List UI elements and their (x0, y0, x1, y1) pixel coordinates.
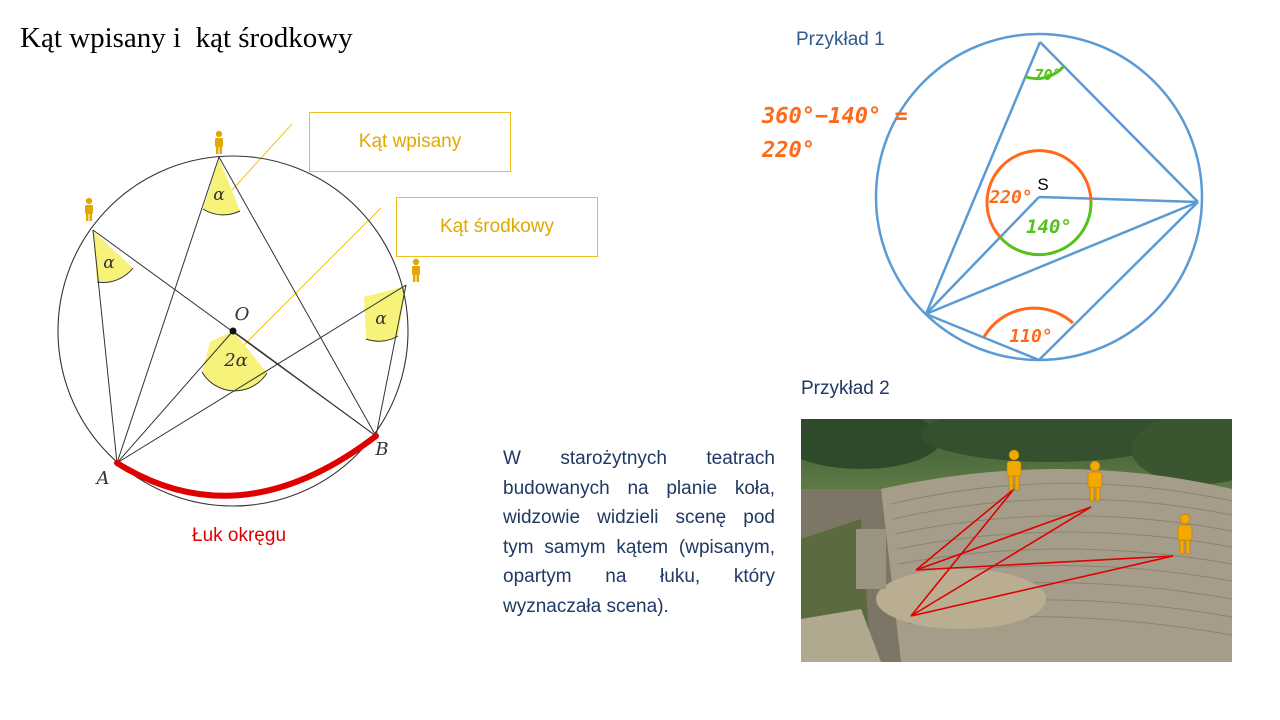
person-icon (1087, 460, 1103, 502)
arc-center (201, 371, 268, 392)
radius-oa (116, 330, 234, 464)
formula-line-2: 220° (762, 138, 815, 163)
chord-top-a (116, 156, 220, 464)
angle-label-top: α (213, 185, 225, 205)
angle-highlight-center (202, 331, 267, 391)
center-point (229, 327, 237, 335)
label-o: O (235, 304, 250, 325)
arc-right (365, 335, 399, 342)
angle-highlight-left (93, 231, 133, 283)
angle-label-left: α (103, 253, 115, 273)
main-circle (57, 155, 409, 507)
label-inscribed-angle: Kąt wpisany (309, 112, 511, 172)
ex1-angle-bottom: 110° (1009, 326, 1052, 347)
arc-left (96, 267, 134, 283)
example1-diagram (874, 32, 1204, 362)
chord-top-b (218, 156, 377, 437)
angle-highlight-top (203, 158, 240, 215)
ex1-angle-center-small: 140° (1026, 216, 1072, 238)
angle-label-center: 2α (223, 350, 248, 371)
formula-line-1: 360°−140° = (762, 104, 908, 129)
chord-right-a (116, 284, 407, 464)
label-b: B (374, 439, 388, 460)
person-icon (412, 258, 420, 282)
arc-caption: Łuk okręgu (192, 525, 287, 546)
angle-highlight-right (364, 286, 406, 342)
example1-formula: 360°−140° = 220° (762, 100, 908, 168)
arc-ab (114, 433, 379, 499)
theatre-illustration (801, 419, 1232, 662)
person-icon (215, 130, 223, 154)
person-icon (85, 197, 93, 221)
arc-top (202, 208, 241, 216)
chord-left-a (92, 229, 118, 464)
angle-label-right: α (375, 309, 387, 329)
ex1-angle-top: 70° (1034, 66, 1061, 84)
person-icon (1177, 513, 1193, 555)
example2-title: Przykład 2 (801, 378, 890, 399)
leader-inscribed (231, 123, 293, 191)
label-a: A (95, 468, 110, 489)
example1-title: Przykład 1 (796, 29, 885, 50)
radius-ob (232, 330, 377, 437)
ex1-angle-center-big: 220° (988, 187, 1032, 208)
page-title: Kąt wpisany i kąt środkowy (20, 22, 353, 54)
ex1-center-label: S (1037, 175, 1048, 194)
leader-central (242, 207, 382, 347)
theatre-description: W starożytnych teatrach budowanych na pl… (503, 448, 775, 617)
chord-right-b (375, 284, 407, 437)
theatre-photo (801, 419, 1232, 662)
label-central-angle: Kąt środkowy (396, 197, 598, 257)
person-icon (1006, 449, 1022, 491)
